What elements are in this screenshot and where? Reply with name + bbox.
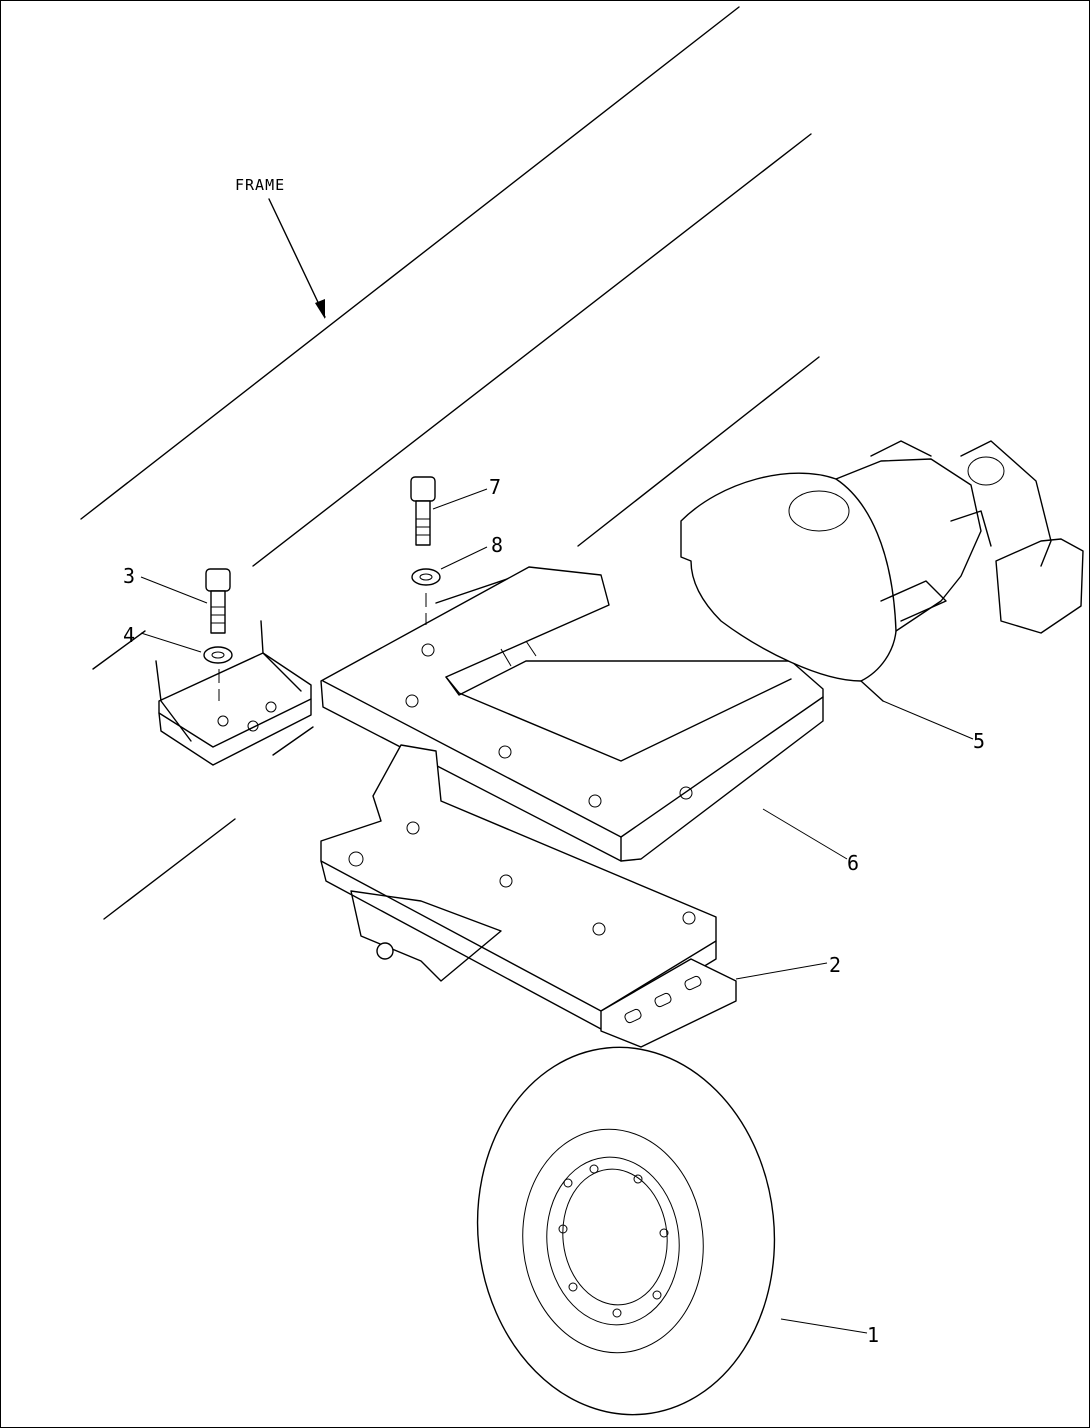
- washer-part-4: [203, 646, 233, 664]
- disc-part-1: [476, 1046, 776, 1416]
- callout-5: 5: [973, 729, 986, 753]
- callout-3: 3: [123, 564, 136, 588]
- callout-4: 4: [123, 623, 136, 647]
- washer-part-8: [411, 568, 441, 586]
- bolt-part-3: [205, 568, 231, 634]
- callout-2: 2: [829, 953, 842, 977]
- lower-plate-part-2: [320, 744, 737, 1048]
- callout-1: 1: [867, 1323, 880, 1347]
- frame-label: FRAME: [235, 176, 286, 194]
- c-bracket-part-6: [320, 566, 824, 862]
- caliper-part-5: [680, 440, 1084, 702]
- callout-6: 6: [847, 851, 860, 875]
- callout-leaders: [140, 488, 974, 1334]
- frame-leader: [268, 198, 326, 319]
- bolt-part-7: [410, 476, 436, 546]
- frame-rails: [80, 6, 820, 920]
- left-bracket: [155, 620, 312, 766]
- callout-7: 7: [489, 475, 502, 499]
- callout-8: 8: [491, 533, 504, 557]
